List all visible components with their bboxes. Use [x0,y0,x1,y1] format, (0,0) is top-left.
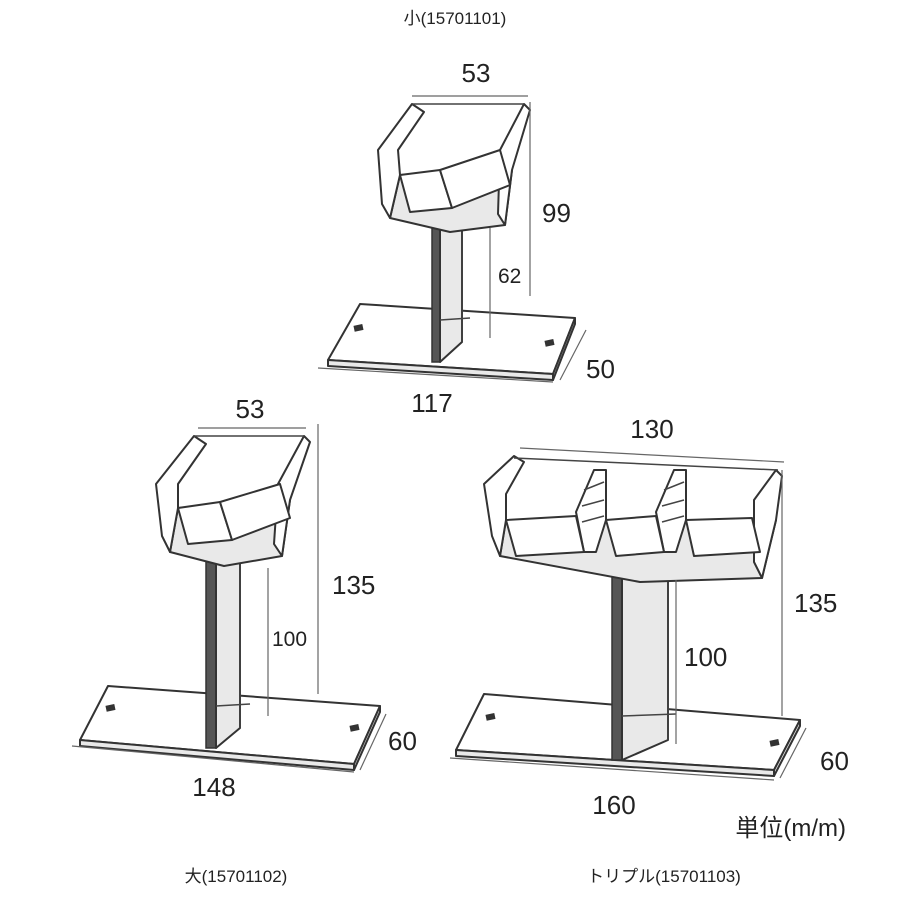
small-width-label: 53 [462,58,491,88]
large-dimension-lines [71,424,387,773]
triple-stand-drawing [455,455,801,777]
triple-dimension-lines [449,447,807,781]
small-stand-drawing [327,103,576,381]
large-height-label: 135 [332,570,375,600]
large-stand: 53 135 100 60 148 大(15701102) [71,394,417,886]
triple-width-label: 130 [630,414,673,444]
large-width-label: 53 [236,394,265,424]
small-base-length-label: 117 [411,388,452,418]
small-stand-caption: 小(15701101) [404,9,507,28]
triple-inner-height-label: 100 [684,642,727,672]
triple-stand-caption: トリプル(15701103) [587,867,741,886]
large-stand-caption: 大(15701102) [185,867,288,886]
large-base-length-label: 148 [192,772,235,802]
small-depth-label: 50 [586,354,615,384]
unit-label: 単位(m/m) [735,815,846,842]
triple-depth-label: 60 [820,746,849,776]
triple-height-label: 135 [794,588,837,618]
triple-base-length-label: 160 [592,790,635,820]
small-inner-height-label: 62 [498,265,521,288]
small-height-label: 99 [542,198,571,228]
small-stand: 小(15701101) [317,9,615,418]
triple-stand: 130 135 100 60 160 単位(m/m) トリプル(15701103… [449,414,849,886]
large-stand-drawing [79,435,381,771]
large-depth-label: 60 [388,726,417,756]
large-inner-height-label: 100 [272,628,307,651]
small-dimension-lines [317,95,587,383]
